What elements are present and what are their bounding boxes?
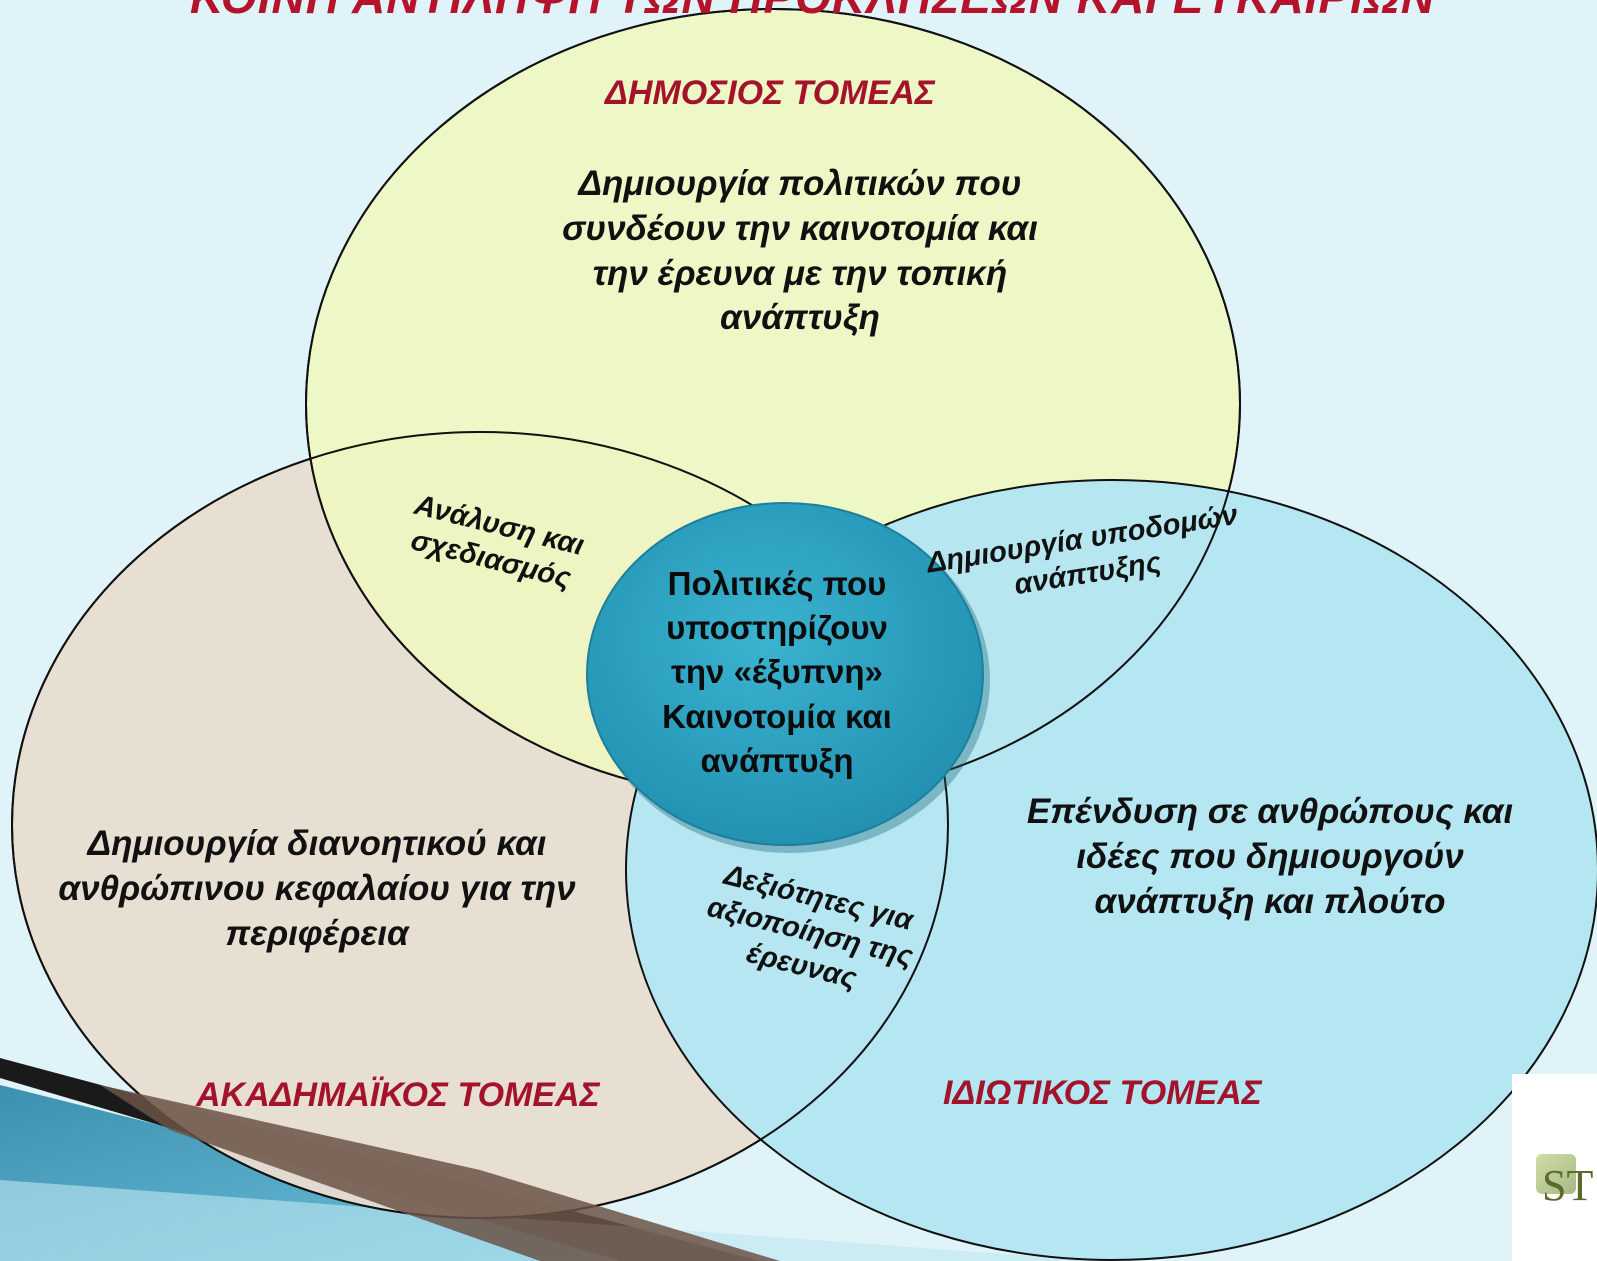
logo-leaf-icon: [1536, 1154, 1576, 1194]
decor-stripe-brown: [100, 1085, 780, 1261]
public-sector-name: ΔΗΜΟΣΙΟΣ ΤΟΜΕΑΣ: [605, 74, 935, 112]
private-sector-description: Επένδυση σε ανθρώπους και ιδέες που δημι…: [1026, 792, 1514, 921]
public-sector-description: Δημιουργία πολιτικών που συνδέουν την κα…: [562, 164, 1038, 338]
logo-text: ST: [1542, 1161, 1594, 1210]
slide-title: ΚΟΙΝΗ ΑΝΤΙΛΗΨΗ ΤΩΝ ΠΡΟΚΛΗΣΕΩΝ ΚΑΙ ΕΥΚΑΙΡ…: [190, 0, 1435, 24]
private-sector-name: ΙΔΙΩΤΙΚΟΣ ΤΟΜΕΑΣ: [943, 1074, 1262, 1112]
center-circle: [586, 502, 984, 846]
academic-sector-name: ΑΚΑΔΗΜΑΪΚΟΣ ΤΟΜΕΑΣ: [196, 1076, 600, 1114]
logo: ST: [1512, 1074, 1597, 1261]
academic-sector-description: Δημιουργία διανοητικού και ανθρώπινου κε…: [58, 824, 576, 953]
center-policy-text: Πολιτικές που υποστηρίζουν την «έξυπνη» …: [662, 565, 892, 779]
